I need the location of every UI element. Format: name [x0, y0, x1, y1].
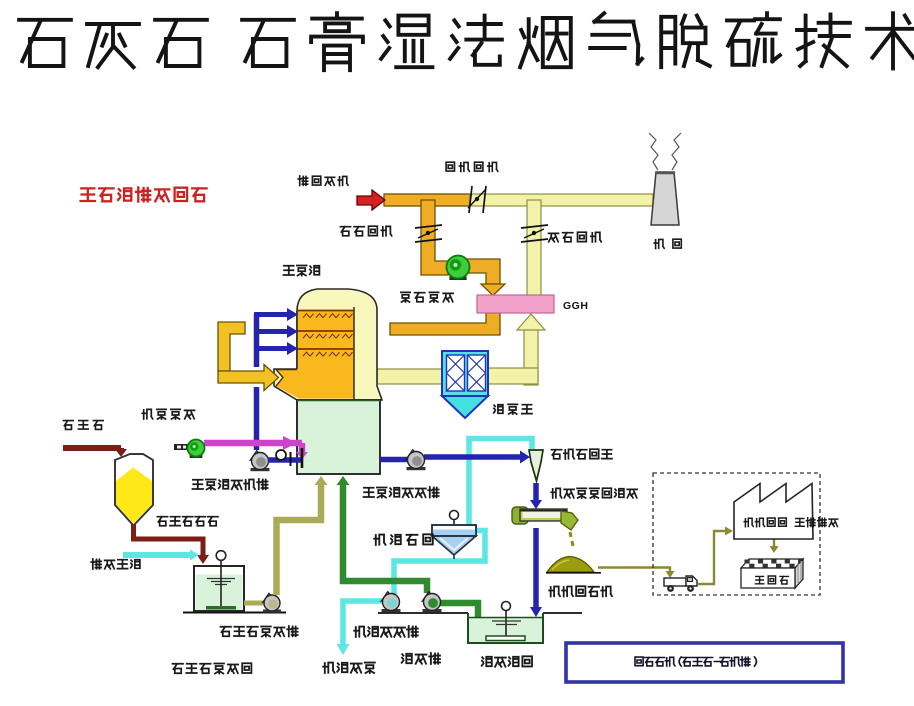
svg-text:GGH: GGH [563, 300, 588, 312]
